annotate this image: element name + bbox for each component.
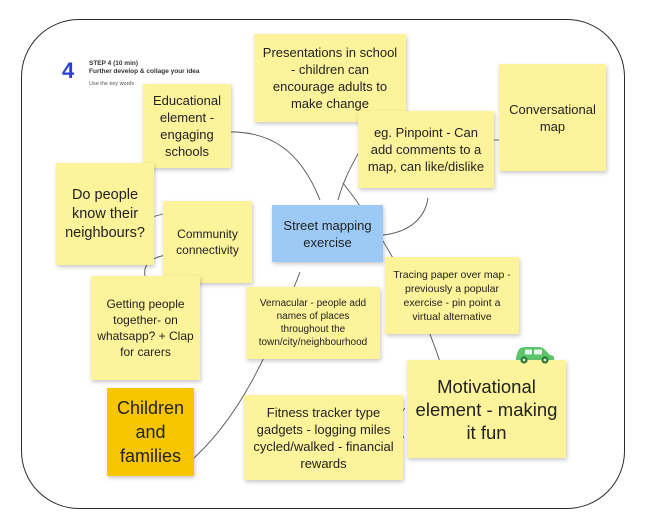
note-fitness-tracker[interactable]: Fitness tracker type gadgets - logging m…: [244, 395, 403, 480]
note-tracing-paper[interactable]: Tracing paper over map - previously a po…: [385, 257, 519, 334]
note-children-text: Children and families: [116, 398, 185, 466]
note-street-mapping-text: Street mapping exercise: [283, 217, 372, 250]
canvas-frame: [21, 19, 625, 509]
note-pinpoint-text: eg. Pinpoint - Can add comments to a map…: [367, 125, 485, 174]
note-children-families[interactable]: Children and families: [107, 388, 194, 476]
step-hint: Use the key words: [89, 81, 135, 87]
step-number: 4: [62, 58, 75, 83]
note-community-text: Community connectivity: [176, 227, 239, 257]
note-neighbours[interactable]: Do people know their neighbours?: [56, 163, 154, 265]
note-presentations-text: Presentations in school - children can e…: [262, 45, 398, 111]
note-getting-together[interactable]: Getting people together- on whatsapp? + …: [91, 276, 200, 380]
note-motivational[interactable]: Motivational element - making it fun: [407, 360, 566, 458]
step-title: STEP 4 (10 min) Further develop & collag…: [89, 60, 200, 76]
note-fitness-text: Fitness tracker type gadgets - logging m…: [253, 404, 394, 471]
note-educational-text: Educational element - engaging schools: [153, 93, 221, 159]
note-neighbours-text: Do people know their neighbours?: [65, 186, 145, 241]
note-motivational-text: Motivational element - making it fun: [415, 375, 558, 443]
note-tracing-text: Tracing paper over map - previously a po…: [393, 268, 511, 323]
note-pinpoint[interactable]: eg. Pinpoint - Can add comments to a map…: [358, 111, 494, 188]
step-title-line1: STEP 4 (10 min): [89, 60, 139, 67]
note-street-mapping[interactable]: Street mapping exercise: [272, 205, 383, 262]
note-presentations[interactable]: Presentations in school - children can e…: [254, 34, 406, 122]
note-educational-element[interactable]: Educational element - engaging schools: [143, 84, 231, 168]
car-icon: [516, 347, 554, 364]
note-conversational-map[interactable]: Conversational map: [499, 64, 606, 171]
note-vernacular-text: Vernacular - people add names of places …: [258, 298, 368, 348]
note-community-connectivity[interactable]: Community connectivity: [163, 201, 252, 283]
step-title-line2: Further develop & collage your idea: [89, 68, 200, 75]
note-vernacular[interactable]: Vernacular - people add names of places …: [246, 287, 380, 359]
note-getting-together-text: Getting people together- on whatsapp? + …: [97, 297, 194, 359]
note-conversational-text: Conversational map: [509, 101, 596, 134]
